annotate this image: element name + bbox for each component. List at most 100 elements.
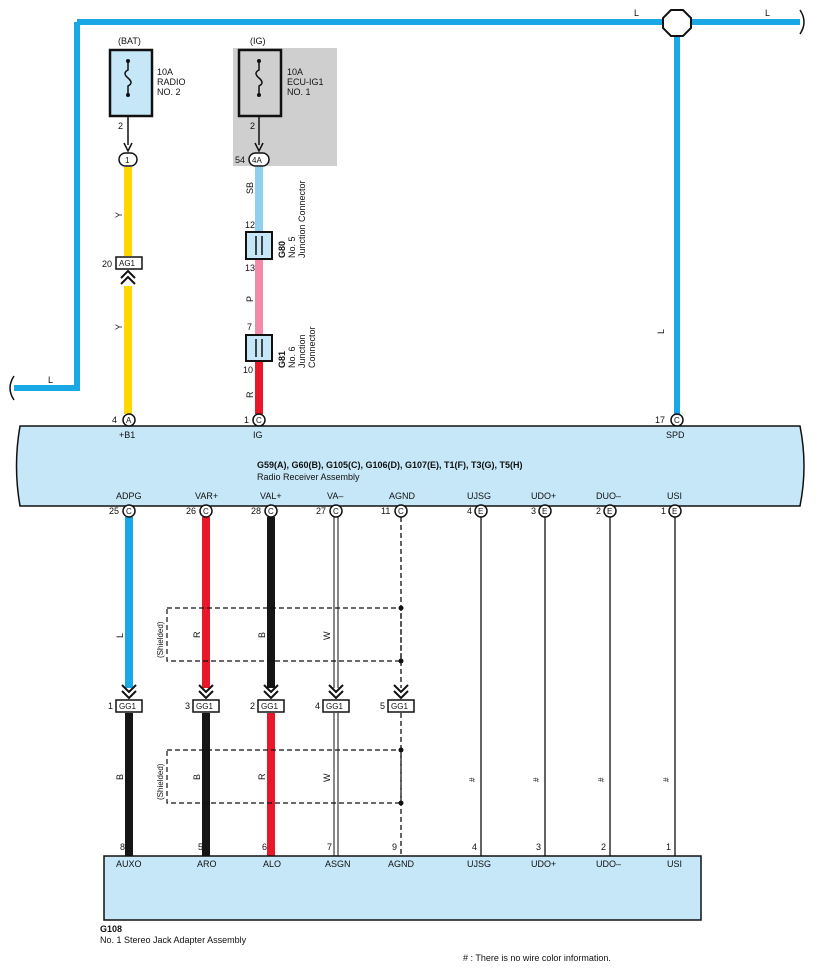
adapter-pin-label: AUXO (116, 859, 142, 869)
g80-connector (245, 231, 273, 260)
radio-bottom-pin-label: VA– (327, 491, 343, 501)
radio-bottom-pin-udop: UDO+ 3 E (531, 491, 556, 518)
ig-fuse-number: NO. 1 (287, 87, 311, 97)
g81-line1: No. 6 (287, 346, 297, 368)
radio-bottom-pin-conn: E (672, 507, 677, 516)
gg1-chevron-varp (198, 684, 214, 700)
ig-connector-pin-num: 54 (235, 155, 245, 165)
adapter-pin-num: 6 (262, 842, 267, 852)
ag1-name: AG1 (119, 259, 136, 268)
radio-top-pin-conn: C (674, 416, 680, 425)
radio-bottom-pin-varp: VAR+ 26 C (186, 491, 218, 518)
gg1-pin-agnd: 5 (380, 701, 385, 711)
adapter-pin-label: UJSG (467, 859, 491, 869)
g80-line2: Junction Connector (297, 180, 307, 258)
shield-upper (166, 607, 402, 662)
radio-subtitle: Radio Receiver Assembly (257, 472, 360, 482)
radio-bottom-pin-num: 1 (661, 506, 666, 516)
wire-color-udop: # (532, 777, 541, 782)
radio-bottom-pin-adpg: ADPG 25 C (109, 491, 142, 518)
ig-connector-pill (248, 152, 270, 167)
left-wire-label: L (48, 375, 53, 385)
radio-bottom-pin-label: USI (667, 491, 682, 501)
bat-fuse-number: NO. 2 (157, 87, 181, 97)
shield-upper-label: (Shielded) (156, 621, 165, 658)
adapter-pin-num: 5 (198, 842, 203, 852)
ag1-pin: 20 (102, 259, 112, 269)
adapter-pin-label: AGND (388, 859, 415, 869)
g80-pin-top: 12 (245, 220, 255, 230)
radio-bottom-pin-valp: VAL+ 28 C (251, 491, 282, 518)
radio-bottom-pin-num: 25 (109, 506, 119, 516)
radio-top-pin-conn: C (256, 416, 262, 425)
ig-fuse-name: ECU-IG1 (287, 77, 324, 87)
wire-color-valp: B (257, 632, 267, 638)
radio-top-pin-b1: 4 A +B1 (112, 413, 136, 440)
bus-left-break (9, 375, 15, 401)
shield-lower-label: (Shielded) (156, 763, 165, 800)
g81-line3: Connector (307, 326, 317, 368)
bat-fuse-name: RADIO (157, 77, 186, 87)
ig-fuse-pin: 2 (250, 121, 255, 131)
bat-wire-color-upper: Y (114, 212, 124, 218)
radio-top-pin-label: +B1 (119, 430, 135, 440)
bat-fuse-element (124, 62, 132, 94)
radio-bottom-pin-conn: E (542, 507, 547, 516)
adapter-pin-num: 1 (666, 842, 671, 852)
ig-connector-pin: 4A (252, 156, 262, 165)
g81-code: G81 (277, 351, 287, 368)
ag1-connector (115, 256, 143, 270)
top-wire-label-right: L (765, 8, 770, 18)
shield-lower (166, 749, 402, 804)
gg1-pin-adpg: 1 (108, 701, 113, 711)
adapter-pin-label: ALO (263, 859, 281, 869)
radio-bottom-pin-vam: VA– 27 C (316, 491, 343, 518)
ig-fuse-element (255, 62, 263, 94)
top-wire-label-left: L (634, 8, 639, 18)
bat-fuse (108, 48, 154, 118)
radio-bottom-pin-label: VAL+ (260, 491, 282, 501)
radio-bottom-pin-num: 4 (467, 506, 472, 516)
bat-wire-color-lower: Y (114, 324, 124, 330)
radio-bottom-pin-label: VAR+ (195, 491, 218, 501)
gg1-chevron-vam (328, 684, 344, 700)
gg1-chevron-adpg (121, 684, 137, 700)
adapter-pin-num: 9 (392, 842, 397, 852)
gg1-connector-agnd (387, 699, 415, 713)
adapter-pin-num: 8 (120, 842, 125, 852)
radio-bottom-pin-conn: C (398, 507, 404, 516)
gg1-chevron-valp (263, 684, 279, 700)
radio-top-pin-num: 1 (244, 415, 249, 425)
radio-top-pin-num: 17 (655, 415, 665, 425)
bat-connector-pin: 1 (125, 156, 130, 165)
radio-bottom-pin-label: ADPG (116, 491, 142, 501)
radio-bottom-pin-duom: DUO– 2 E (596, 491, 621, 518)
g80-pin-bottom: 13 (245, 263, 255, 273)
wire-color-adpg: L (115, 633, 125, 638)
radio-bottom-pin-num: 3 (531, 506, 536, 516)
adapter-name: No. 1 Stereo Jack Adapter Assembly (100, 935, 247, 945)
radio-bottom-pin-label: DUO– (596, 491, 621, 501)
radio-top-pin-ig: 1 C IG (244, 413, 266, 440)
radio-top-pin-label: SPD (666, 430, 685, 440)
adapter-pin-label: UDO+ (531, 859, 556, 869)
gg1-pin-vam: 4 (315, 701, 320, 711)
radio-bottom-pin-num: 26 (186, 506, 196, 516)
radio-bottom-pin-label: AGND (389, 491, 416, 501)
bat-fuse-rating: 10A (157, 67, 173, 77)
adapter-pin-label: ARO (197, 859, 217, 869)
gg1-name-agnd: GG1 (391, 702, 408, 711)
radio-bottom-pin-conn: C (268, 507, 274, 516)
radio-bottom-pin-conn: C (126, 507, 132, 516)
radio-bottom-pin-num: 27 (316, 506, 326, 516)
radio-bottom-pin-usi: USI 1 E (661, 491, 682, 518)
bat-fuse-pin: 2 (118, 121, 123, 131)
wire-color-usi: # (662, 777, 671, 782)
gg1-pin-valp: 2 (250, 701, 255, 711)
radio-top-pin-spd: 17 C SPD (655, 413, 685, 440)
radio-bottom-pin-num: 28 (251, 506, 261, 516)
ig-wire-color-sb: SB (245, 182, 255, 194)
radio-bottom-pin-agnd: AGND 11 C (381, 491, 416, 518)
radio-top-pin-conn: A (126, 416, 132, 425)
